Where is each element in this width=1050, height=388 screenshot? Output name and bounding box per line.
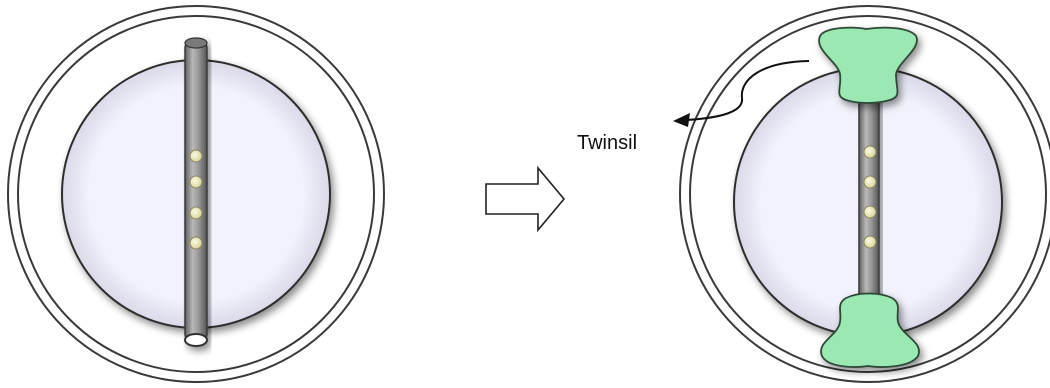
right-hole [863,145,877,159]
left-hole [189,236,203,250]
right-hole [863,235,877,249]
twinsil-label: Twinsil [577,132,638,154]
right-assembly [679,5,1050,383]
left-holes [189,149,203,250]
right-tube [858,79,880,321]
left-tube-end-bottom [184,333,208,347]
right-holes [863,145,877,249]
right-hole [863,205,877,219]
left-assembly [7,5,385,383]
curved-arrow-icon [685,60,810,121]
curved-arrow-head-icon [673,113,690,127]
right-hole [863,175,877,189]
twinsil-plug-top [818,26,918,104]
left-hole [189,206,203,220]
left-tube-end-top [184,37,208,49]
left-tube [184,37,208,347]
hollow-right-arrow-icon [485,165,566,233]
left-hole [189,149,203,163]
twinsil-plug-bottom [820,292,920,368]
left-hole [189,175,203,189]
